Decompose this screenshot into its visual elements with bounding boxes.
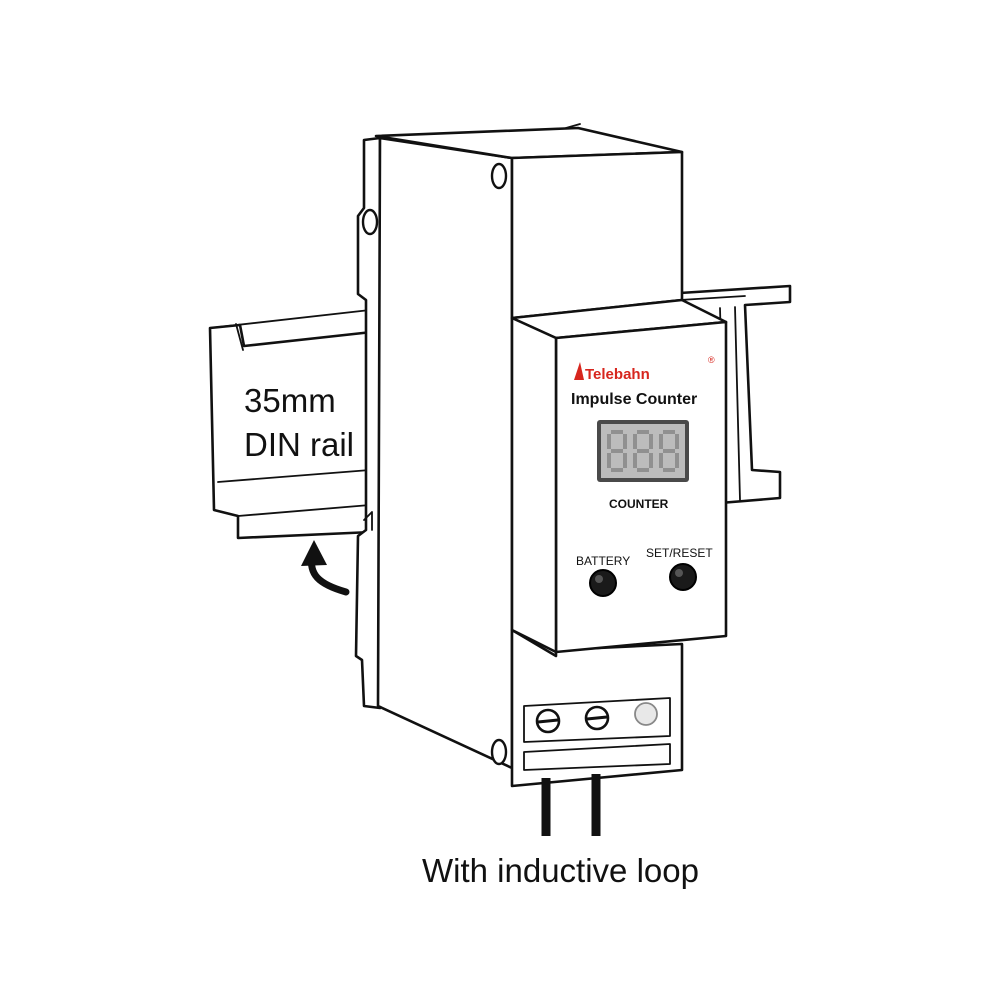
digit-segment (633, 434, 637, 449)
display-digits (607, 430, 679, 472)
rail-label-type: DIN rail (244, 426, 354, 463)
display-label: COUNTER (609, 497, 669, 511)
battery-button[interactable] (589, 569, 617, 597)
digit-segment (663, 449, 675, 453)
digit-segment (663, 468, 675, 472)
digit-segment (659, 434, 663, 449)
digit-segment (675, 434, 679, 449)
set-reset-button-label: SET/RESET (646, 546, 713, 560)
device-body (361, 123, 728, 788)
device-model-label: Impulse Counter (571, 391, 697, 408)
rail-label-size: 35mm (244, 382, 336, 419)
digit-segment (637, 468, 649, 472)
led-display (597, 420, 689, 482)
digit-segment (623, 434, 627, 449)
mounting-direction-arrow-icon (301, 540, 350, 596)
digit-segment (623, 453, 627, 468)
brand-registered-mark: ® (708, 355, 715, 365)
digit-segment (675, 453, 679, 468)
caption: With inductive loop (422, 852, 699, 889)
digit-segment (649, 434, 653, 449)
front-panel: Telebahn ® Impulse Counter COUNTER BATTE… (510, 316, 728, 654)
brand-name: Telebahn (585, 366, 650, 383)
set-reset-button[interactable] (669, 563, 697, 591)
digit-segment (611, 430, 623, 434)
inductive-loop-wires (541, 774, 601, 836)
digit-segment (611, 468, 623, 472)
digit-segment (637, 430, 649, 434)
digit-segment (611, 449, 623, 453)
digit-segment (659, 453, 663, 468)
digit-segment (663, 430, 675, 434)
digit-segment (633, 453, 637, 468)
din-rail-left-section (208, 309, 374, 540)
battery-button-label: BATTERY (576, 554, 630, 568)
digit-segment (649, 453, 653, 468)
brand-logo-icon (574, 362, 584, 380)
digit-segment (607, 453, 611, 468)
digit-segment (637, 449, 649, 453)
digit-segment (607, 434, 611, 449)
